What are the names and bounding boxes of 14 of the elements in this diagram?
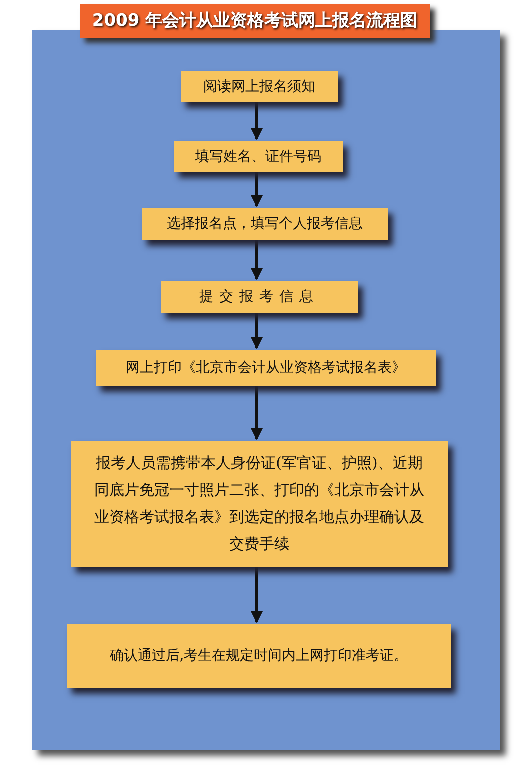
arrow	[251, 240, 263, 280]
process-box: 填写姓名、证件号码	[174, 141, 343, 172]
title-banner: 2009 年会计从业资格考试网上报名流程图	[80, 4, 430, 38]
process-box: 网上打印《北京市会计从业资格考试报名表》	[96, 350, 436, 386]
process-box: 选择报名点，填写个人报考信息	[142, 208, 388, 240]
process-box: 报考人员需携带本人身份证(军官证、护照)、近期同底片免冠一寸照片二张、打印的《北京市会计从业资格考试报名表》到选定的报名地点办理确认及交费手续	[71, 441, 448, 567]
arrow	[251, 386, 263, 440]
process-box: 阅读网上报名须知	[181, 71, 338, 102]
arrow	[251, 313, 263, 350]
process-box: 确认通过后,考生在规定时间内上网打印准考证。	[67, 624, 451, 688]
process-box: 提交报考信息	[161, 281, 358, 313]
arrow	[251, 102, 263, 140]
arrow	[251, 172, 263, 208]
arrow	[251, 567, 263, 624]
